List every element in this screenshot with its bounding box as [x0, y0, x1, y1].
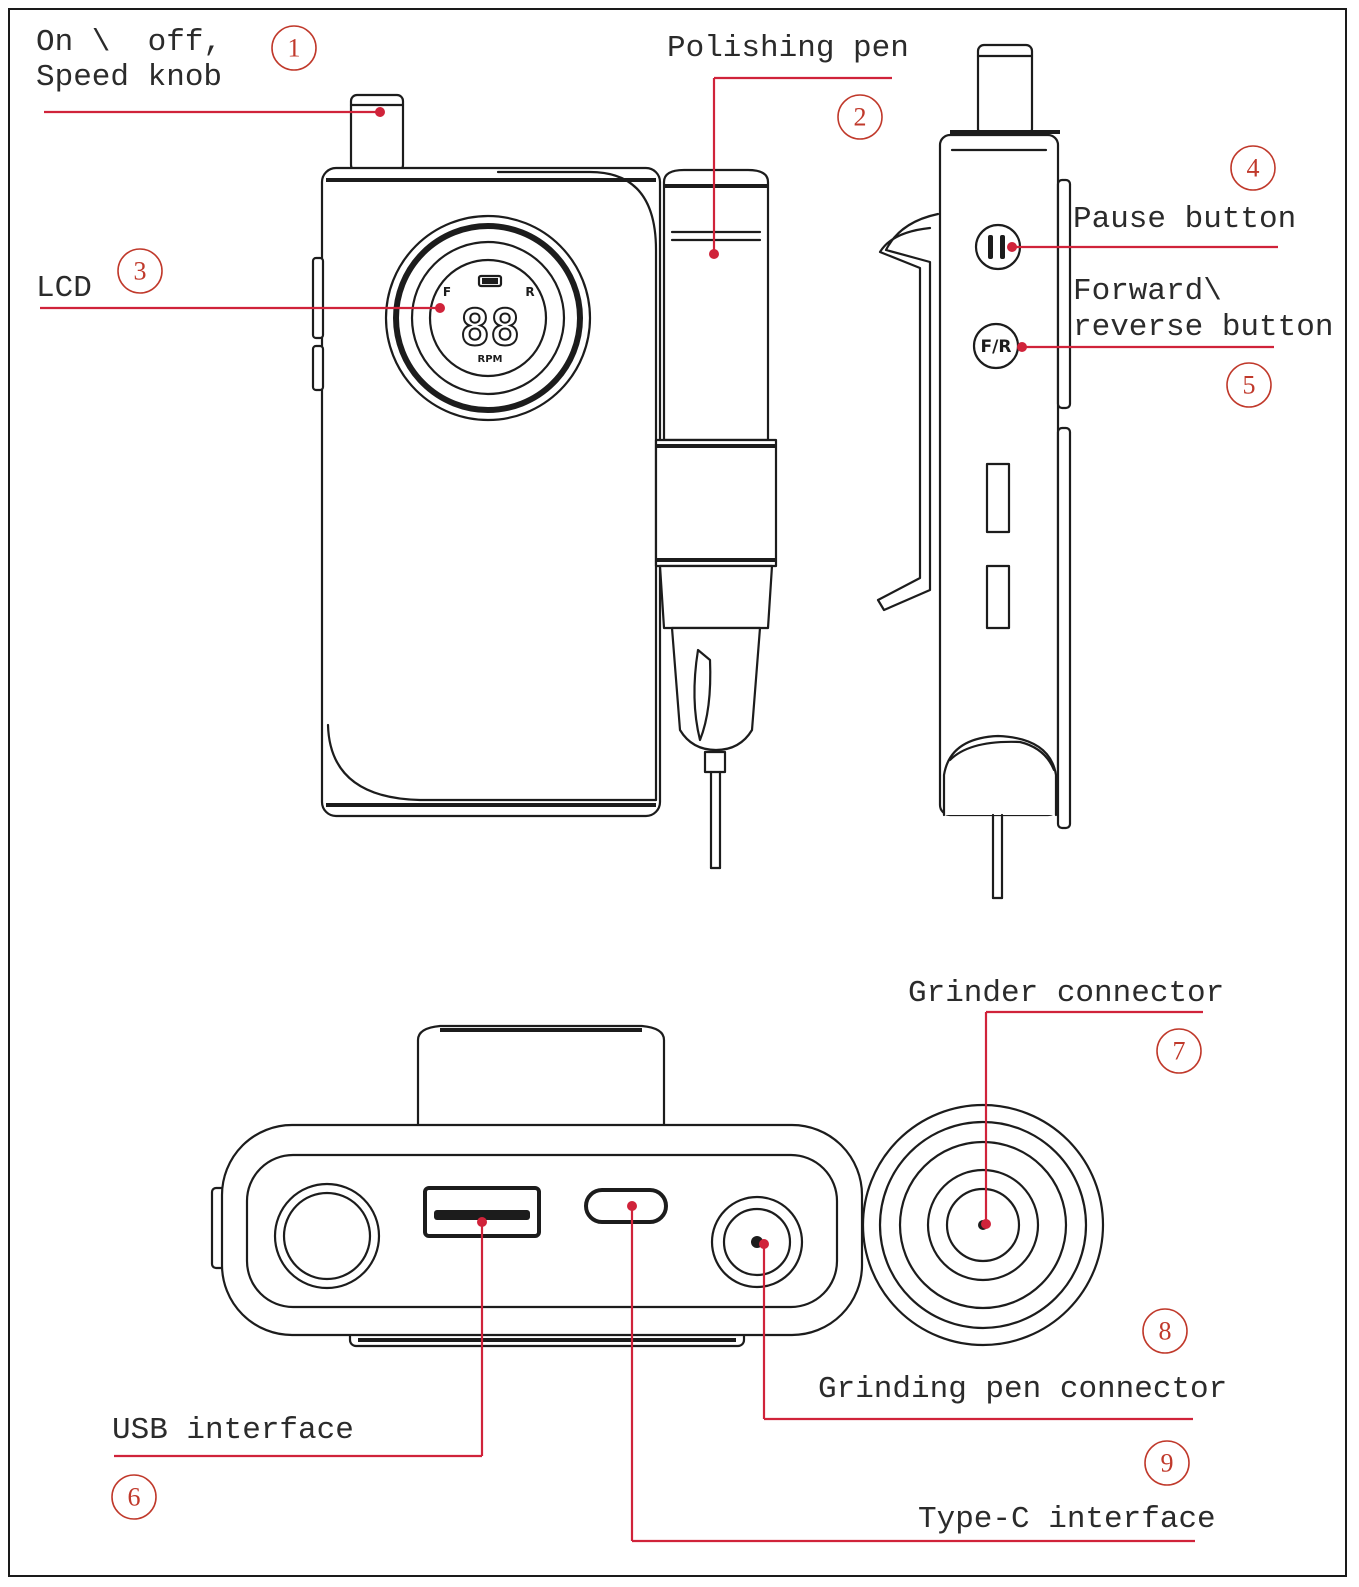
callout-5: 5 — [1226, 362, 1272, 408]
type-c-port — [584, 1188, 668, 1224]
label-speed-knob-line2: Speed knob — [36, 60, 222, 95]
svg-text:1: 1 — [288, 34, 301, 63]
label-grinding-pen-connector: Grinding pen connector — [818, 1372, 1227, 1407]
callout-labels: On \ off, Speed knob Polishing pen LCD P… — [36, 25, 1333, 1537]
front-view-body: F R 88 RPM — [311, 93, 662, 818]
callout-3: 3 — [117, 248, 163, 294]
callout-numbers: 1 2 3 4 5 6 7 8 9 — [111, 25, 1276, 1520]
svg-text:8: 8 — [1159, 1317, 1172, 1346]
label-polishing-pen: Polishing pen — [667, 31, 909, 66]
label-lcd: LCD — [36, 271, 92, 306]
svg-text:7: 7 — [1173, 1037, 1186, 1066]
lcd-display: F R 88 RPM — [443, 274, 535, 365]
label-usb-interface: USB interface — [112, 1413, 354, 1448]
bottom-round-button — [273, 1182, 381, 1290]
vent-lower — [985, 564, 1011, 630]
callout-6: 6 — [111, 1474, 157, 1520]
speed-knob — [349, 93, 405, 173]
lcd-bezel — [384, 214, 592, 422]
svg-text:2: 2 — [854, 103, 867, 132]
grinding-pen-connector — [710, 1195, 804, 1289]
label-type-c-interface: Type-C interface — [918, 1502, 1216, 1537]
battery-icon — [477, 274, 503, 288]
svg-text:4: 4 — [1247, 154, 1260, 183]
leader-lines — [40, 76, 1278, 1543]
callout-2: 2 — [837, 94, 883, 140]
callout-1: 1 — [271, 25, 317, 71]
label-grinder-connector: Grinder connector — [908, 976, 1224, 1011]
label-pause-button: Pause button — [1073, 202, 1296, 237]
bottom-view — [210, 1024, 1105, 1348]
svg-text:9: 9 — [1161, 1449, 1174, 1478]
side-button-upper — [311, 256, 325, 340]
lcd-r-indicator: R — [525, 285, 534, 299]
callout-8: 8 — [1142, 1308, 1188, 1354]
svg-text:6: 6 — [128, 1483, 141, 1512]
label-forward-reverse-line2: reverse button — [1073, 310, 1333, 345]
callout-9: 9 — [1144, 1440, 1190, 1486]
svg-text:3: 3 — [134, 257, 147, 286]
side-button-lower — [311, 344, 325, 392]
lcd-f-indicator: F — [443, 285, 451, 299]
label-speed-knob: On \ off, — [36, 25, 222, 60]
side-view: F/R — [876, 43, 1072, 900]
lcd-rpm-unit: RPM — [478, 354, 503, 365]
callout-7: 7 — [1156, 1028, 1202, 1074]
bottom-body — [220, 1123, 864, 1337]
side-knob — [976, 43, 1034, 137]
lcd-digits: 88 — [460, 299, 520, 357]
callout-4: 4 — [1230, 145, 1276, 191]
label-forward-reverse: Forward\ — [1073, 274, 1222, 309]
fr-button-marking: F/R — [981, 337, 1012, 357]
pen-grip-collar — [654, 438, 778, 568]
svg-text:5: 5 — [1243, 371, 1256, 400]
vent-upper — [985, 462, 1011, 534]
polishing-pen — [654, 168, 778, 870]
